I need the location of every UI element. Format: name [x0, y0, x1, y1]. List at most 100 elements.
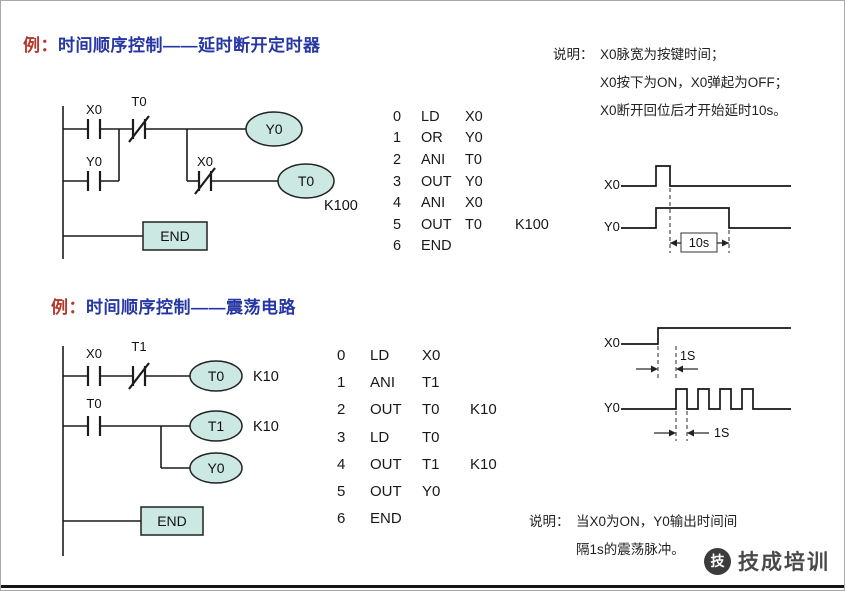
coil-t0-label: T0	[208, 368, 225, 384]
end-block	[140, 506, 204, 536]
example1-title-text: 时间顺序控制——延时断开定时器	[58, 36, 321, 55]
step-number: 2	[393, 151, 402, 168]
timer-preset-k10: K10	[253, 419, 279, 435]
step-number: 6	[337, 510, 346, 528]
opcode: OUT	[370, 401, 402, 419]
opcode: LD	[370, 428, 390, 446]
operand: T1	[422, 455, 440, 473]
delay-label: 10s	[689, 236, 709, 250]
contact-x0b-label: X0	[197, 154, 213, 169]
example2-title-prefix: 例：	[51, 298, 86, 317]
watermark: 技 技成培训	[704, 546, 830, 576]
ladder1-wires	[62, 106, 278, 259]
operand: X0	[465, 108, 483, 125]
coil-y0-label: Y0	[207, 460, 224, 476]
step-number: 6	[393, 238, 402, 255]
operand: T1	[422, 374, 440, 392]
timing2-y0-signal	[621, 388, 791, 410]
timing1-y0-signal	[621, 207, 791, 229]
note-text: X0断开回位后才开始延时10s。	[600, 103, 787, 118]
timing2-y0-label: Y0	[604, 400, 620, 415]
instruction-row: 2 OUT T0 K10	[337, 396, 497, 423]
contact-t0-nc	[128, 115, 150, 143]
example1-title: 例：时间顺序控制——延时断开定时器	[23, 31, 321, 56]
contact-x0-no	[86, 366, 102, 386]
note-2: 说明：当X0为ON，Y0输出时间间 隔1s的震荡脉冲。	[529, 508, 737, 564]
step-number: 2	[337, 401, 346, 419]
opcode: OR	[421, 130, 443, 147]
operand-extra: K10	[470, 401, 497, 419]
ladder-diagram-1: X0 T0 Y0 X0 Y0 T0 K100 END	[62, 94, 358, 259]
bottom-divider	[1, 585, 844, 588]
timing2-x0-label: X0	[604, 335, 620, 350]
timer-preset-k10: K10	[253, 369, 279, 385]
step-number: 1	[393, 130, 402, 147]
contact-x0-label: X0	[86, 102, 102, 117]
end-label: END	[160, 228, 190, 244]
operand: X0	[465, 195, 483, 212]
operand-extra: K10	[470, 455, 497, 473]
instruction-row: 6 END	[337, 505, 497, 532]
end-label: END	[157, 513, 187, 529]
note-text: 当X0为ON，Y0输出时间间	[576, 514, 738, 529]
operand: T0	[465, 151, 482, 168]
timing1-y0-label: Y0	[604, 219, 620, 234]
contact-t1-nc	[128, 362, 150, 390]
timing1-x0-label: X0	[604, 177, 620, 192]
timing-diagram-1: X0 Y0 10s	[604, 165, 791, 253]
contact-x0-no	[86, 119, 102, 139]
watermark-text: 技成培训	[738, 551, 830, 574]
opcode: ANI	[421, 151, 446, 168]
step-number: 5	[393, 216, 402, 233]
opcode: OUT	[421, 216, 452, 233]
coil-t0-label: T0	[298, 173, 315, 189]
operand: T0	[422, 401, 440, 419]
coil-t0	[189, 360, 243, 392]
step-number: 5	[337, 483, 346, 501]
example1-title-prefix: 例：	[23, 36, 58, 55]
note-1-line-1: 说明：X0脉宽为按键时间；	[553, 41, 788, 69]
example2-title-text: 时间顺序控制——震荡电路	[86, 298, 296, 317]
watermark-logo-icon: 技	[704, 547, 731, 575]
opcode: OUT	[421, 173, 452, 190]
note-text: X0脉宽为按键时间；	[600, 47, 725, 62]
delay-dimension: 10s	[670, 232, 729, 253]
contact-y0-no	[86, 171, 102, 191]
contact-t0-no	[86, 416, 102, 436]
delay2-dimension: 1S	[654, 426, 729, 440]
ladder2-wires	[62, 346, 190, 556]
ladder-diagram-2: X0 T1 T0 K10 T0 T1 K10 Y0 END	[62, 339, 279, 556]
instruction-row: 1 ANI T1	[337, 369, 497, 396]
note-text: X0按下为ON，X0弹起为OFF；	[600, 75, 789, 90]
contact-t0-label: T0	[131, 94, 146, 109]
note-2-line-1: 说明：当X0为ON，Y0输出时间间	[529, 508, 737, 536]
end-block	[142, 221, 208, 251]
step-number: 1	[337, 374, 346, 392]
coil-y0	[189, 452, 243, 484]
note-1-line-3: X0断开回位后才开始延时10s。	[553, 97, 788, 125]
timing1-x0-signal	[621, 165, 791, 187]
step-number: 4	[337, 455, 346, 473]
note-1: 说明：X0脉宽为按键时间； X0按下为ON，X0弹起为OFF； X0断开回位后才…	[553, 41, 788, 125]
opcode: ANI	[370, 374, 396, 392]
delay1-dimension: 1S	[636, 349, 698, 373]
opcode: END	[370, 510, 402, 528]
operand: Y0	[465, 173, 483, 190]
operand-extra: K100	[515, 216, 549, 233]
timing-diagram-2: X0 1S Y0 1S	[604, 327, 791, 441]
timing2-x0-signal	[621, 327, 791, 345]
step-number: 3	[337, 428, 346, 446]
coil-t1	[189, 410, 243, 442]
